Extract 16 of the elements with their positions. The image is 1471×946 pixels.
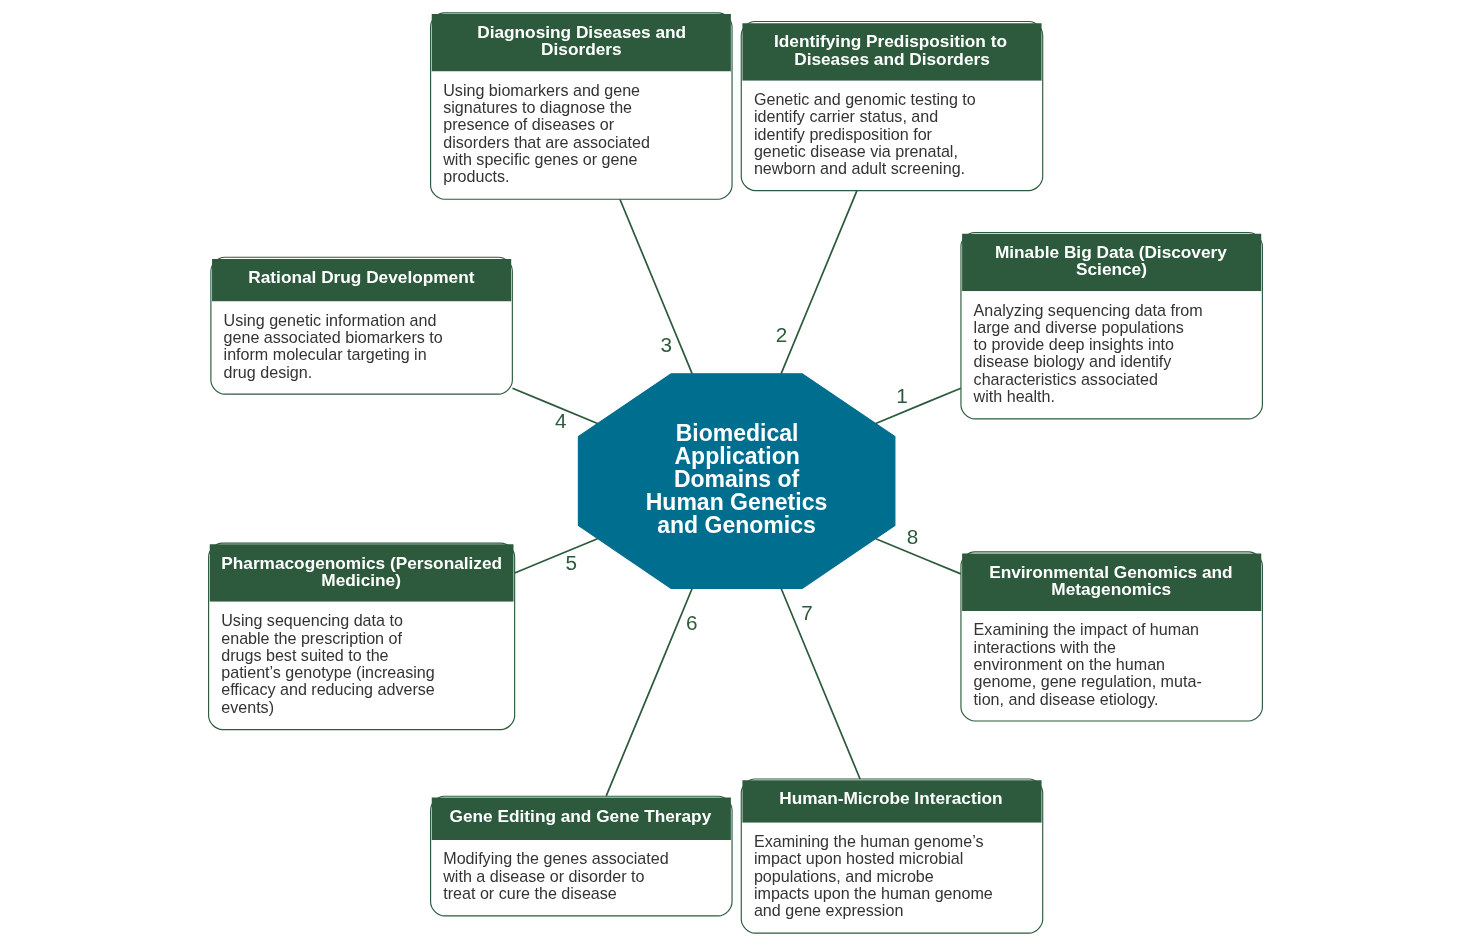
connector [874,537,962,575]
connector [513,537,599,574]
edge-label: 1 [896,383,908,407]
connector [605,587,693,797]
connector [619,198,693,375]
connector [780,190,858,375]
connector [780,587,861,780]
connector [874,387,962,425]
edge-label: 5 [565,550,578,574]
edge-label: 7 [801,600,813,624]
edge-label: 3 [660,333,673,357]
edge-label: 6 [686,611,698,635]
connector [511,387,599,425]
edge-label: 2 [775,322,788,346]
edge-label: 8 [906,525,919,549]
edge-label: 4 [554,409,567,433]
